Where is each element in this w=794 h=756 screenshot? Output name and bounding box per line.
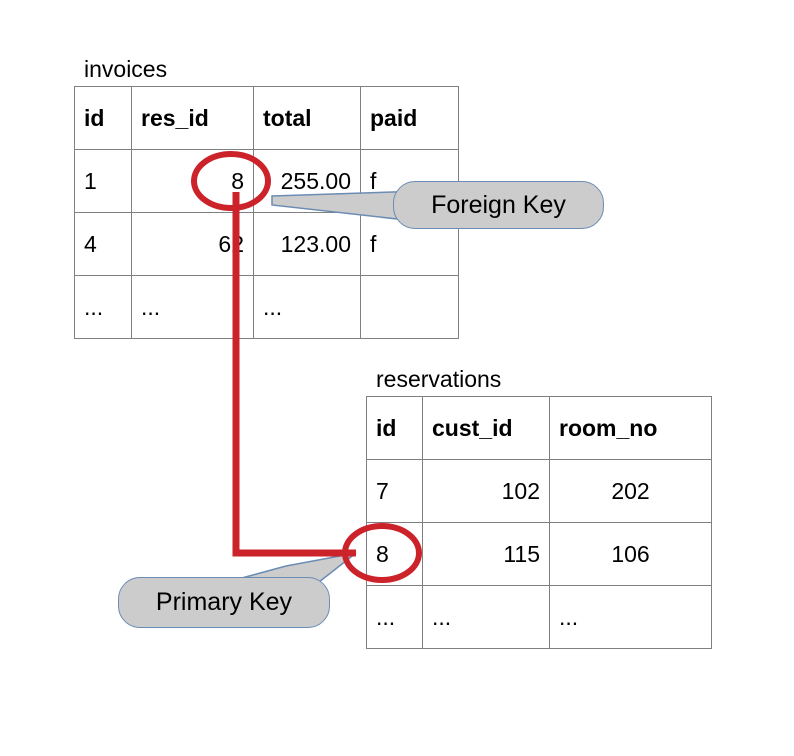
invoices-col-id: id	[74, 86, 132, 150]
reservations-r0-room-no: 202	[549, 459, 712, 523]
reservations-r2-id: ...	[366, 585, 423, 649]
reservations-col-cust-id: cust_id	[422, 396, 550, 460]
reservations-r1-cust-id: 115	[422, 522, 550, 586]
reservations-r2-cust-id: ...	[422, 585, 550, 649]
reservations-col-room-no: room_no	[549, 396, 712, 460]
reservations-r0-id: 7	[366, 459, 423, 523]
invoices-r2-paid	[360, 275, 459, 339]
foreign-key-callout: Foreign Key	[393, 181, 604, 229]
invoices-r1-id: 4	[74, 212, 132, 276]
invoices-table-title: invoices	[84, 56, 168, 82]
invoices-r1-total: 123.00	[253, 212, 361, 276]
table-row: 8 115 106	[366, 522, 712, 586]
reservations-table: id cust_id room_no 7 102 202 8 115 106 .…	[366, 396, 712, 649]
table-row: ... ... ...	[74, 275, 459, 339]
table-header-row: id res_id total paid	[74, 86, 459, 150]
reservations-table-title: reservations	[376, 366, 502, 392]
invoices-r0-id: 1	[74, 149, 132, 213]
table-row: ... ... ...	[366, 585, 712, 649]
invoices-col-total: total	[253, 86, 361, 150]
foreign-key-callout-label: Foreign Key	[431, 190, 566, 219]
reservations-r2-room-no: ...	[549, 585, 712, 649]
invoices-r2-id: ...	[74, 275, 132, 339]
reservations-r1-room-no: 106	[549, 522, 712, 586]
invoices-r2-total: ...	[253, 275, 361, 339]
reservations-col-id: id	[366, 396, 423, 460]
reservations-r1-id: 8	[366, 522, 423, 586]
invoices-r0-total: 255.00	[253, 149, 361, 213]
invoices-r0-res-id: 8	[131, 149, 254, 213]
invoices-col-res-id: res_id	[131, 86, 254, 150]
reservations-r0-cust-id: 102	[422, 459, 550, 523]
invoices-col-paid: paid	[360, 86, 459, 150]
primary-key-callout-label: Primary Key	[155, 588, 293, 616]
invoices-r1-res-id: 62	[131, 212, 254, 276]
invoices-r2-res-id: ...	[131, 275, 254, 339]
table-header-row: id cust_id room_no	[366, 396, 712, 460]
table-row: 7 102 202	[366, 459, 712, 523]
primary-key-callout: Primary Key	[118, 577, 330, 628]
